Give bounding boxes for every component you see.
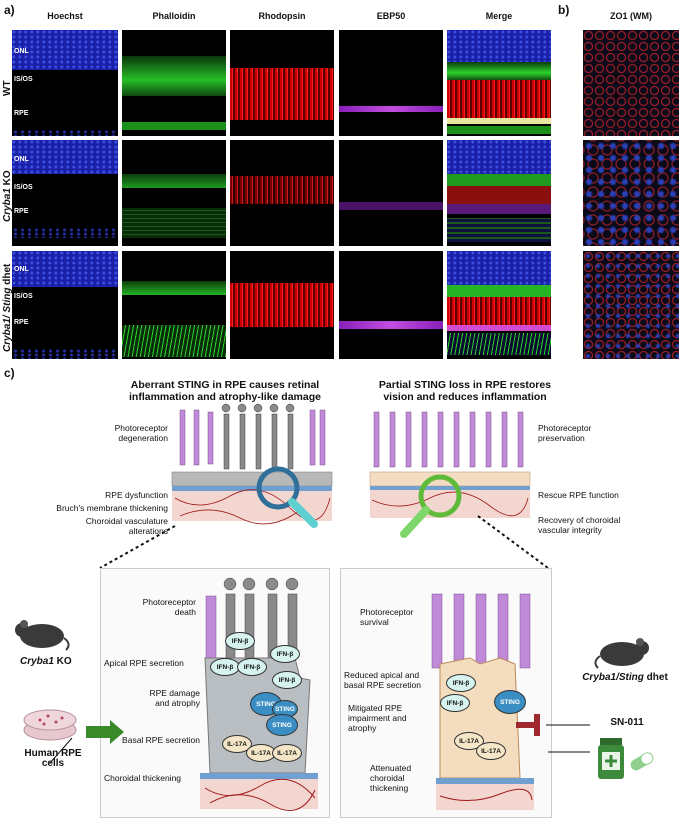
- input-dhet-label: Cryba1/Sting dhet: [582, 672, 668, 683]
- label-bruch: Bruch's membrane thickening: [56, 503, 168, 513]
- ifn-beta-bubble: IFN-β: [210, 658, 240, 676]
- layer-label-isos: IS/OS: [14, 293, 33, 300]
- micrograph-dhet-rhodopsin: [230, 251, 334, 359]
- micrograph-zo1-wt: [583, 30, 679, 136]
- label-rpe-dysfunction: RPE dysfunction: [105, 490, 168, 500]
- il17a-bubble: IL-17A: [454, 732, 484, 750]
- micrograph-ko-hoechst: ONL IS/OS RPE: [12, 140, 118, 246]
- micrograph-dhet-hoechst: ONL IS/OS RPE: [12, 251, 118, 359]
- mouse-icon: [594, 638, 649, 669]
- micrograph-ko-rhodopsin: [230, 140, 334, 246]
- ifn-beta-bubble: IFN-β: [446, 674, 476, 692]
- top-schematics-illustration: [99, 403, 549, 568]
- label-choroidal-thickening: Choroidal thickening: [104, 773, 182, 783]
- il17a-bubble: IL-17A: [476, 742, 506, 760]
- label-rescue-rpe: Rescue RPE function: [538, 490, 619, 500]
- col-header-ebp50: EBP50: [376, 11, 406, 21]
- micrograph-wt-rhodopsin: [230, 30, 334, 136]
- ifn-beta-bubble: IFN-β: [237, 658, 267, 676]
- layer-label-onl: ONL: [14, 48, 29, 55]
- panel-a-label: a): [4, 3, 15, 17]
- micrograph-ko-ebp50: [339, 140, 443, 246]
- label-basal-secretion: Basal RPE secretion: [122, 735, 200, 745]
- micrograph-wt-phalloidin: [122, 30, 226, 136]
- sting-bubble: STING: [266, 714, 298, 736]
- ifn-beta-bubble: IFN-β: [270, 645, 300, 663]
- left-photoreceptors: [179, 403, 326, 470]
- il17a-bubble: IL-17A: [222, 735, 252, 753]
- input-sn011-label: SN-011: [610, 717, 644, 728]
- col-header-rhodopsin: Rhodopsin: [258, 11, 306, 21]
- micrograph-dhet-phalloidin: [122, 251, 226, 359]
- label-apical-secretion: Apical RPE secretion: [104, 658, 184, 668]
- layer-label-isos: IS/OS: [14, 184, 33, 191]
- micrograph-zo1-ko: [583, 140, 679, 246]
- col-header-zo1: ZO1 (WM): [610, 11, 652, 21]
- right-schematic-title: Partial STING loss in RPE restores visio…: [378, 379, 552, 403]
- il17a-bubble: IL-17A: [272, 744, 302, 762]
- input-cryba1-ko-label: Cryba1 KO: [20, 656, 72, 667]
- sting-bubble: STING: [494, 690, 526, 714]
- col-header-merge: Merge: [485, 11, 513, 21]
- micrograph-zo1-dhet: [583, 251, 679, 359]
- micrograph-ko-phalloidin: [122, 140, 226, 246]
- micrograph-dhet-ebp50: [339, 251, 443, 359]
- ifn-beta-bubble: IFN-β: [225, 632, 255, 650]
- micrograph-wt-ebp50: [339, 30, 443, 136]
- layer-label-rpe: RPE: [14, 319, 29, 326]
- ifn-beta-bubble: IFN-β: [440, 694, 470, 712]
- micrograph-wt-hoechst: ONL IS/OS RPE: [12, 30, 118, 136]
- layer-label-rpe: RPE: [14, 110, 29, 117]
- micrograph-wt-merge: [447, 30, 551, 136]
- left-schematic-title: Aberrant STING in RPE causes retinal inf…: [129, 379, 321, 403]
- col-header-hoechst: Hoechst: [47, 11, 83, 21]
- col-header-phalloidin: Phalloidin: [152, 11, 196, 21]
- micrograph-ko-merge: [447, 140, 551, 246]
- panel-b-label: b): [558, 3, 570, 17]
- layer-label-rpe: RPE: [14, 208, 29, 215]
- mouse-icon: [15, 620, 70, 651]
- panel-c-label: c): [4, 366, 15, 380]
- detail-illustrations: [35, 577, 590, 811]
- layer-label-onl: ONL: [14, 266, 29, 273]
- micrograph-dhet-merge: [447, 251, 551, 359]
- layer-label-isos: IS/OS: [14, 76, 33, 83]
- ifn-beta-bubble: IFN-β: [272, 671, 302, 689]
- petri-dish-icon: [23, 709, 77, 741]
- drug-bottle-icon: [598, 738, 654, 779]
- layer-label-onl: ONL: [14, 156, 29, 163]
